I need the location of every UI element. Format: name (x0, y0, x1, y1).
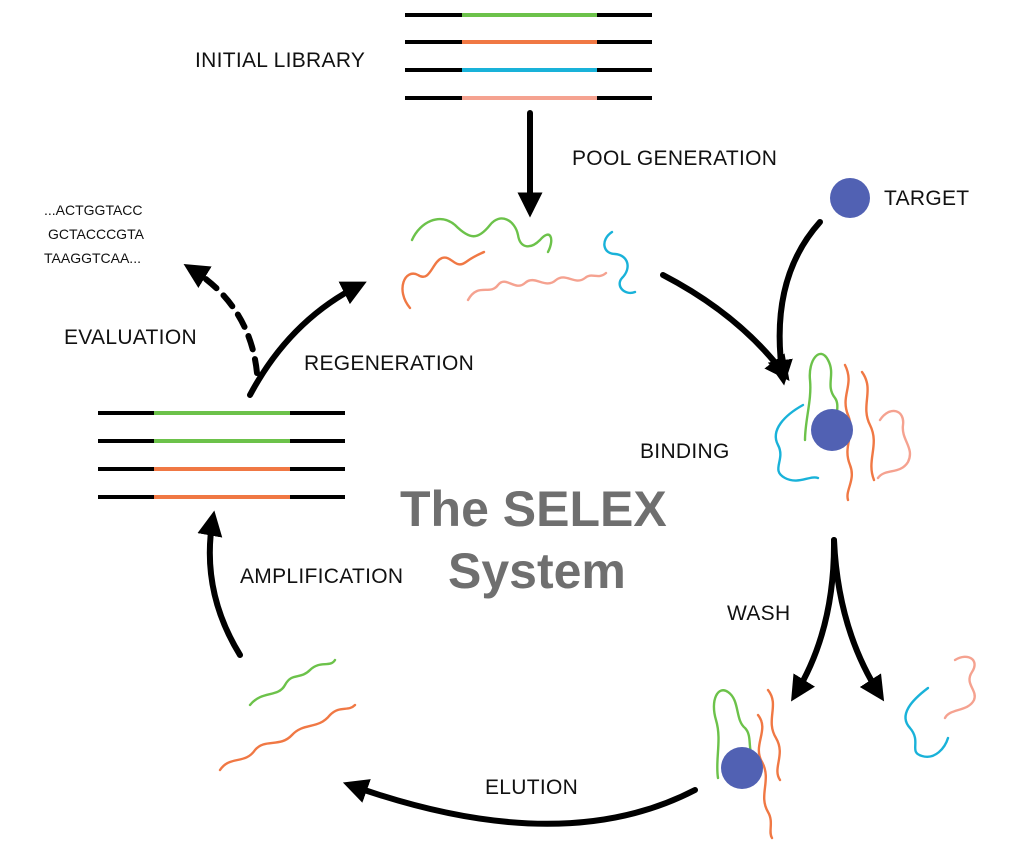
eluted-strand-orange (218, 703, 357, 772)
sequence-line-2: GCTACCCGTA (48, 226, 145, 242)
eluted-strands (218, 658, 357, 772)
diagram-title-line-2: System (448, 543, 626, 599)
wash-arrow-left (791, 537, 838, 702)
wash-bound-strand-orange-1 (756, 713, 774, 840)
washed-strand-pink (943, 655, 976, 720)
cycle-arrows (183, 110, 885, 827)
binding-strand-orange-2 (860, 370, 876, 482)
sequence-line-3: TAAGGTCAA... (44, 250, 141, 266)
target-arrow (767, 219, 823, 386)
regeneration-arrow (247, 281, 367, 398)
binding-strand-cyan (774, 403, 820, 482)
binding-strand-green (803, 352, 840, 442)
initial-library-bars (405, 13, 652, 100)
elution-arrow (342, 779, 698, 827)
evaluation-arrow (183, 264, 260, 376)
random-pool-strands (401, 217, 637, 310)
pool-strand-orange (401, 250, 486, 310)
pool-generation-label: POOL GENERATION (572, 147, 777, 170)
sequence-line-1: ...ACTGGTACC (44, 202, 143, 218)
amplification-label: AMPLIFICATION (240, 565, 403, 588)
bound-complex-after-wash (712, 688, 782, 840)
elution-label: ELUTION (485, 776, 578, 799)
wash-bound-target (721, 747, 763, 789)
pool-strand-green (410, 217, 553, 254)
binding-label: BINDING (640, 440, 730, 463)
washed-strands (904, 655, 976, 758)
wash-arrow-right (831, 537, 885, 702)
target-label: TARGET (884, 187, 969, 210)
diagram-title-line-1: The SELEX (400, 481, 667, 537)
target-molecule (830, 178, 870, 218)
binding-strand-pink (876, 409, 912, 480)
evaluation-label: EVALUATION (64, 326, 197, 349)
pool-to-binding-arrow (660, 272, 790, 382)
initial-library-label: INITIAL LIBRARY (195, 49, 365, 72)
regeneration-label: REGENERATION (304, 352, 474, 375)
amplified-library-bars (98, 411, 345, 499)
pool-strand-cyan (603, 230, 637, 295)
pool-strand-pink (466, 271, 608, 302)
wash-bound-strand-green (712, 689, 754, 780)
eluted-strand-green (248, 658, 337, 707)
binding-target (811, 409, 853, 451)
washed-strand-cyan (904, 686, 950, 758)
wash-label: WASH (727, 602, 790, 625)
amplification-arrow (197, 510, 243, 658)
wash-bound-strand-orange-2 (766, 688, 782, 782)
binding-cluster (774, 352, 912, 502)
